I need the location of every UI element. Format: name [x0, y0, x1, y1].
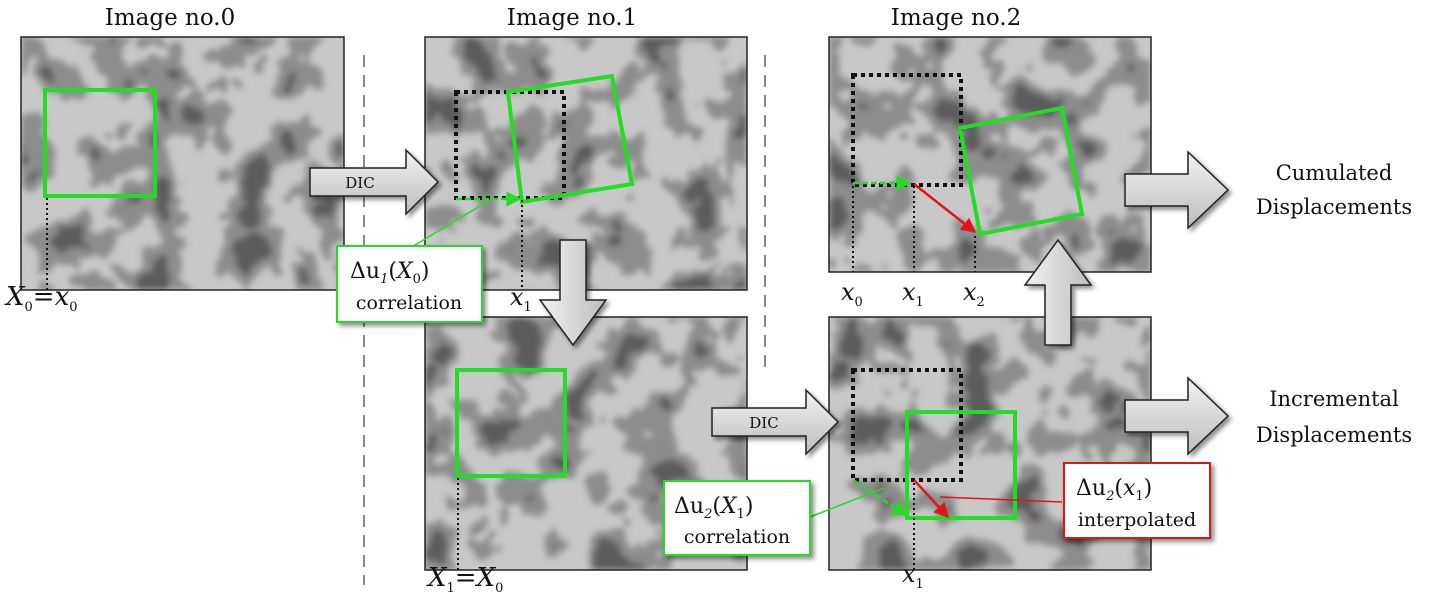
label-x0-image2: x0: [841, 278, 863, 310]
du1-arg: X: [395, 259, 414, 284]
du2i-arg: x: [1123, 476, 1136, 501]
du2i-argsub: 1: [1135, 489, 1143, 504]
image2-panel: [828, 36, 1152, 273]
du2-vector-img2: [913, 183, 977, 233]
incremental-label-line2: Displacements: [1256, 423, 1412, 447]
image0-panel: [20, 36, 345, 291]
dic-arrow-top: [309, 148, 440, 216]
du2c-argsub: 1: [737, 507, 745, 522]
deformed-subset-image1: [505, 73, 635, 205]
image1-title: Image no.1: [507, 5, 637, 31]
deformed-subset-image2: [957, 105, 1085, 237]
subset-image0: [43, 88, 157, 198]
label-X0-eq-x0: X0=x0: [4, 282, 78, 315]
du1-callout-connector: [409, 199, 491, 249]
du1-delta: Δu: [350, 259, 380, 284]
du2c-sub: 2: [703, 507, 712, 522]
label-x1-image1: x1: [510, 283, 532, 315]
du2-interpolated-vector: [913, 479, 950, 519]
incremental-output-arrow: [1124, 376, 1230, 456]
du2c-arg: X: [719, 494, 738, 519]
cumulated-label-line1: Cumulated: [1276, 161, 1393, 185]
du2i-delta: Δu: [1076, 476, 1106, 501]
du2-correlation-callout: Δu2(X1) correlation: [663, 480, 811, 556]
label-X1-eq-X0: X1=X0: [426, 563, 503, 593]
image2-title: Image no.2: [891, 5, 1021, 31]
svg-text:Δu2(X1): Δu2(X1): [674, 494, 753, 522]
du2-corr-callout-connector: [809, 487, 885, 518]
image1-bottom-panel: [424, 316, 748, 571]
du1-sub: 1: [380, 272, 388, 287]
down-arrow-image1: [538, 239, 608, 347]
up-arrow-image2: [1023, 238, 1093, 346]
deformed-subset-image2-bottom: [905, 410, 1017, 520]
incremental-label-line1: Incremental: [1269, 387, 1399, 411]
du2-correlation-vector: [852, 478, 908, 517]
label-x1-image2-bottom: x1: [902, 560, 924, 592]
svg-text:Δu1(X0): Δu1(X0): [350, 259, 429, 287]
dic-label-bottom: DIC: [749, 414, 778, 432]
du1-caption: correlation: [356, 292, 462, 314]
dic-label-top: DIC: [345, 174, 374, 192]
dic-arrow-bottom: [711, 388, 840, 456]
du2-interpolated-callout: Δu2(x1) interpolated: [1063, 462, 1211, 539]
du1-callout: Δu1(X0) correlation: [336, 245, 483, 323]
cumulated-label-line2: Displacements: [1256, 195, 1412, 219]
du1-argsub: 0: [413, 272, 421, 287]
du2-interp-callout-connector: [939, 496, 1063, 503]
svg-text:Δu2(x1): Δu2(x1): [1076, 476, 1152, 504]
du2c-delta: Δu: [674, 494, 704, 519]
subset-image1-bottom: [455, 368, 567, 478]
du2c-caption: correlation: [684, 526, 790, 548]
image0-title: Image no.0: [105, 5, 235, 31]
du2i-sub: 2: [1105, 489, 1114, 504]
label-x1-image2: x1: [902, 278, 924, 310]
du2i-caption: interpolated: [1078, 509, 1196, 531]
label-x2-image2: x2: [963, 278, 985, 310]
cumulated-output-arrow: [1124, 150, 1230, 230]
